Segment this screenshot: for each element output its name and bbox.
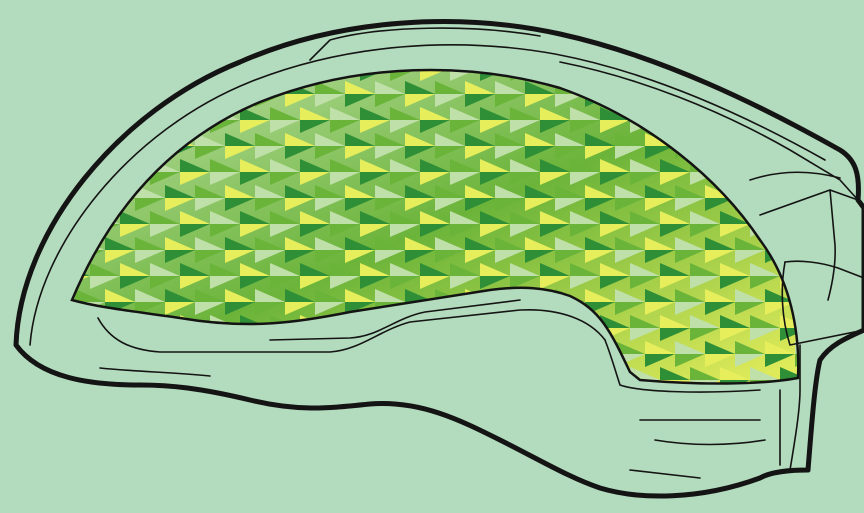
pattern-triangle (765, 94, 795, 107)
pattern-triangle (75, 406, 105, 419)
pattern-triangle (165, 406, 195, 419)
pattern-triangle (75, 81, 105, 94)
pattern-triangle (795, 94, 825, 107)
pattern-triangle (810, 68, 840, 81)
pattern-triangle (60, 120, 90, 133)
pattern-triangle (105, 81, 135, 94)
pattern-triangle (810, 55, 840, 68)
pattern-triangle (150, 68, 180, 81)
pattern-triangle (135, 406, 165, 419)
pattern-triangle (120, 68, 150, 81)
pattern-triangle (105, 406, 135, 419)
pattern-triangle (60, 55, 90, 68)
pattern-triangle (60, 107, 90, 120)
pattern-triangle (765, 81, 795, 94)
pattern-triangle (735, 81, 765, 94)
pattern-triangle (75, 133, 105, 146)
pattern-triangle (720, 55, 750, 68)
pattern-triangle (150, 55, 180, 68)
pattern-triangle (90, 120, 120, 133)
pattern-triangle (375, 406, 405, 419)
pattern-triangle (90, 55, 120, 68)
pattern-triangle (90, 107, 120, 120)
pattern-triangle (720, 68, 750, 81)
pattern-triangle (795, 81, 825, 94)
pattern-triangle (810, 120, 840, 133)
pattern-triangle (120, 55, 150, 68)
pattern-triangle (165, 393, 195, 406)
pattern-triangle (750, 68, 780, 81)
pattern-triangle (105, 393, 135, 406)
pattern-triangle (780, 68, 810, 81)
pattern-triangle (690, 55, 720, 68)
pattern-triangle (750, 55, 780, 68)
pattern-triangle (225, 406, 255, 419)
pattern-triangle (780, 55, 810, 68)
pattern-triangle (135, 81, 165, 94)
pattern-triangle (75, 94, 105, 107)
pattern-triangle (135, 393, 165, 406)
pattern-triangle (105, 94, 135, 107)
pattern-triangle (75, 393, 105, 406)
pattern-triangle (810, 107, 840, 120)
pattern-triangle (60, 68, 90, 81)
pattern-triangle (90, 68, 120, 81)
pattern-triangle (195, 406, 225, 419)
pattern-triangle (180, 55, 210, 68)
pattern-triangle (60, 159, 90, 172)
